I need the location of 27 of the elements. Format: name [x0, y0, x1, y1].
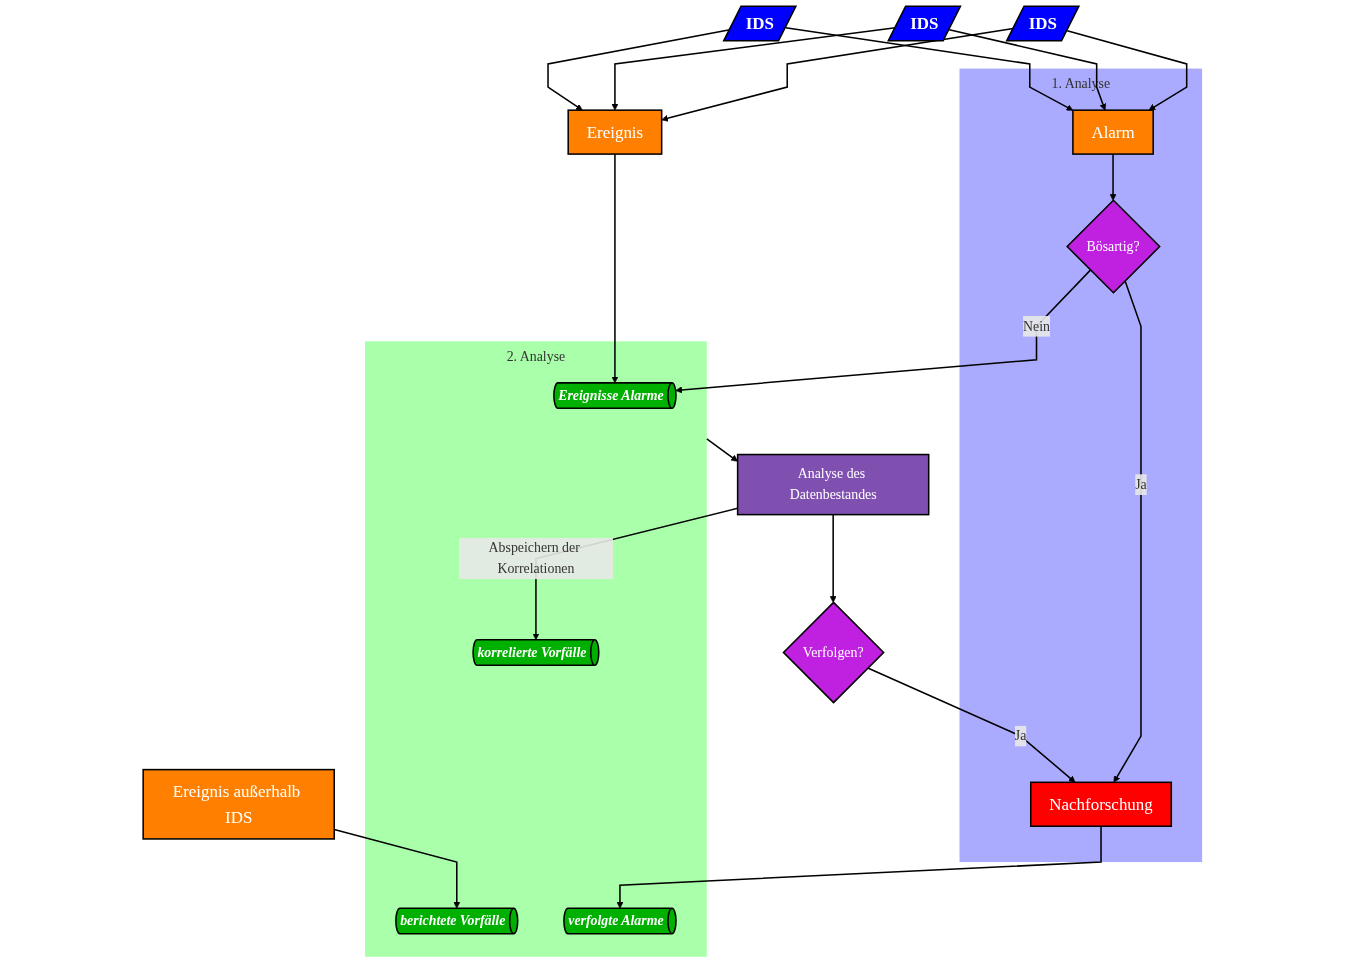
- node-text: berichtete Vorfälle: [400, 912, 506, 929]
- arrow: [1113, 280, 1142, 783]
- node-box: Alarm: [1072, 109, 1154, 155]
- arrow: [616, 825, 1102, 909]
- node-diamond: Bösartig?: [1065, 199, 1161, 294]
- arrow: [866, 667, 1076, 783]
- edge-label: Ja: [1014, 728, 1027, 744]
- node-text: korrelierte Vorfälle: [477, 644, 587, 660]
- arrow: [661, 27, 1014, 122]
- node-box: Analyse des Datenbestandes: [736, 453, 930, 516]
- arrow: [611, 153, 619, 384]
- arrow: [705, 438, 738, 462]
- edge-label: Nein: [1022, 318, 1050, 334]
- arrow: [1066, 29, 1188, 111]
- arrow: [784, 26, 1074, 111]
- node-text: verfolgte Alarme: [568, 912, 664, 929]
- node-diamond: Verfolgen?: [782, 601, 885, 704]
- edge-label: Ja: [1135, 476, 1147, 492]
- arrow: [948, 28, 1107, 111]
- arrow: [675, 269, 1092, 394]
- arrow: [1109, 153, 1117, 201]
- node-box: Ereignis außerhalb IDS: [142, 768, 335, 840]
- node-text: Ereignisse Alarme: [558, 387, 664, 403]
- node-box: Ereignis: [567, 109, 663, 155]
- arrow: [829, 513, 837, 603]
- edge-label: Abspeichern der Korrelationen: [488, 540, 580, 577]
- node-box: Nachforschung: [1029, 781, 1172, 827]
